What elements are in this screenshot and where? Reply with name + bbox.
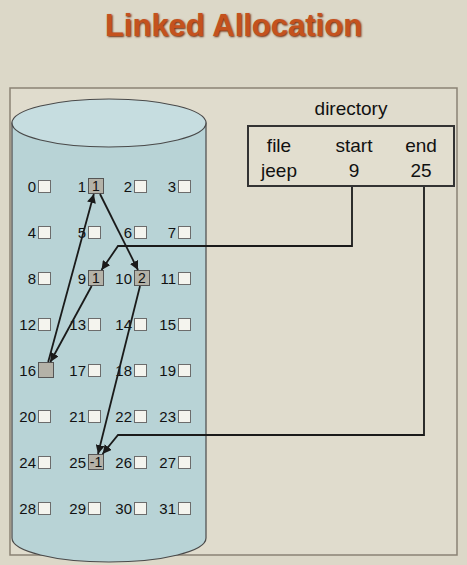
disk-block: 8 (38, 272, 51, 285)
table-cell: end (405, 135, 437, 157)
block-number: 0 (28, 178, 36, 195)
disk-block: 11 (88, 178, 104, 194)
disk-block: 29 (88, 502, 101, 515)
pointer-arrow (98, 286, 140, 454)
block-number: 16 (19, 362, 36, 379)
disk-block: 24 (38, 456, 51, 469)
disk-block: 7 (178, 226, 191, 239)
disk-block: 4 (38, 226, 51, 239)
next-pointer: 1 (89, 271, 103, 285)
disk-block: 11 (178, 272, 191, 285)
block-number: 24 (19, 454, 36, 471)
block-number: 10 (115, 270, 132, 287)
table-cell: 9 (349, 160, 360, 182)
pointer-arrow (102, 187, 353, 270)
block-number: 19 (159, 362, 176, 379)
directory-heading: directory (249, 98, 453, 120)
disk-block: 28 (38, 502, 51, 515)
block-number: 29 (69, 500, 86, 517)
block-number: 8 (28, 270, 36, 287)
block-number: 7 (168, 224, 176, 241)
next-pointer: 2 (135, 271, 149, 285)
pointer-arrow (103, 187, 424, 454)
disk-block: 14 (134, 318, 147, 331)
block-number: 2 (124, 178, 132, 195)
block-number: 14 (115, 316, 132, 333)
block-number: 20 (19, 408, 36, 425)
disk-block: 3 (178, 180, 191, 193)
table-cell: 25 (410, 160, 431, 182)
cylinder-top (12, 99, 206, 147)
disk-block: 20 (38, 410, 51, 423)
disk-block: 16 (38, 362, 54, 378)
disk-block: 25-1 (88, 454, 104, 470)
block-number: 23 (159, 408, 176, 425)
disk-block: 2 (134, 180, 147, 193)
block-number: 6 (124, 224, 132, 241)
table-cell: file (267, 135, 291, 157)
table-cell: start (336, 135, 373, 157)
block-number: 22 (115, 408, 132, 425)
disk-block: 26 (134, 456, 147, 469)
disk-block: 13 (88, 318, 101, 331)
directory-table: directoryfilestartendjeep925 (247, 125, 455, 187)
block-number: 9 (78, 270, 86, 287)
disk-block: 22 (134, 410, 147, 423)
block-number: 5 (78, 224, 86, 241)
block-number: 21 (69, 408, 86, 425)
block-number: 4 (28, 224, 36, 241)
block-number: 1 (78, 178, 86, 195)
block-number: 28 (19, 500, 36, 517)
disk-block: 15 (178, 318, 191, 331)
cylinder-body (12, 123, 206, 562)
block-number: 15 (159, 316, 176, 333)
block-number: 11 (160, 270, 176, 287)
block-number: 31 (159, 500, 176, 517)
disk-block: 102 (134, 270, 150, 286)
table-cell: jeep (261, 160, 297, 182)
block-number: 13 (69, 316, 86, 333)
block-number: 25 (69, 454, 86, 471)
disk-block: 5 (88, 226, 101, 239)
disk-block: 19 (178, 364, 191, 377)
block-number: 27 (159, 454, 176, 471)
disk-block: 30 (134, 502, 147, 515)
disk-block: 6 (134, 226, 147, 239)
disk-block: 0 (38, 180, 51, 193)
pointer-arrow (48, 194, 94, 362)
disk-block: 12 (38, 318, 51, 331)
block-number: 30 (115, 500, 132, 517)
disk-block: 17 (88, 364, 101, 377)
block-number: 12 (19, 316, 36, 333)
next-pointer: -1 (89, 455, 103, 469)
disk-block: 27 (178, 456, 191, 469)
block-number: 17 (69, 362, 86, 379)
disk-block: 18 (134, 364, 147, 377)
disk-block: 31 (178, 502, 191, 515)
block-number: 3 (168, 178, 176, 195)
disk-block: 23 (178, 410, 191, 423)
disk-block: 91 (88, 270, 104, 286)
title: Linked Allocation (0, 8, 467, 44)
block-number: 18 (115, 362, 132, 379)
pointer-arrow (50, 286, 91, 362)
block-number: 26 (115, 454, 132, 471)
pointer-arrow (100, 194, 138, 270)
disk-block: 21 (88, 410, 101, 423)
next-pointer: 1 (89, 179, 103, 193)
